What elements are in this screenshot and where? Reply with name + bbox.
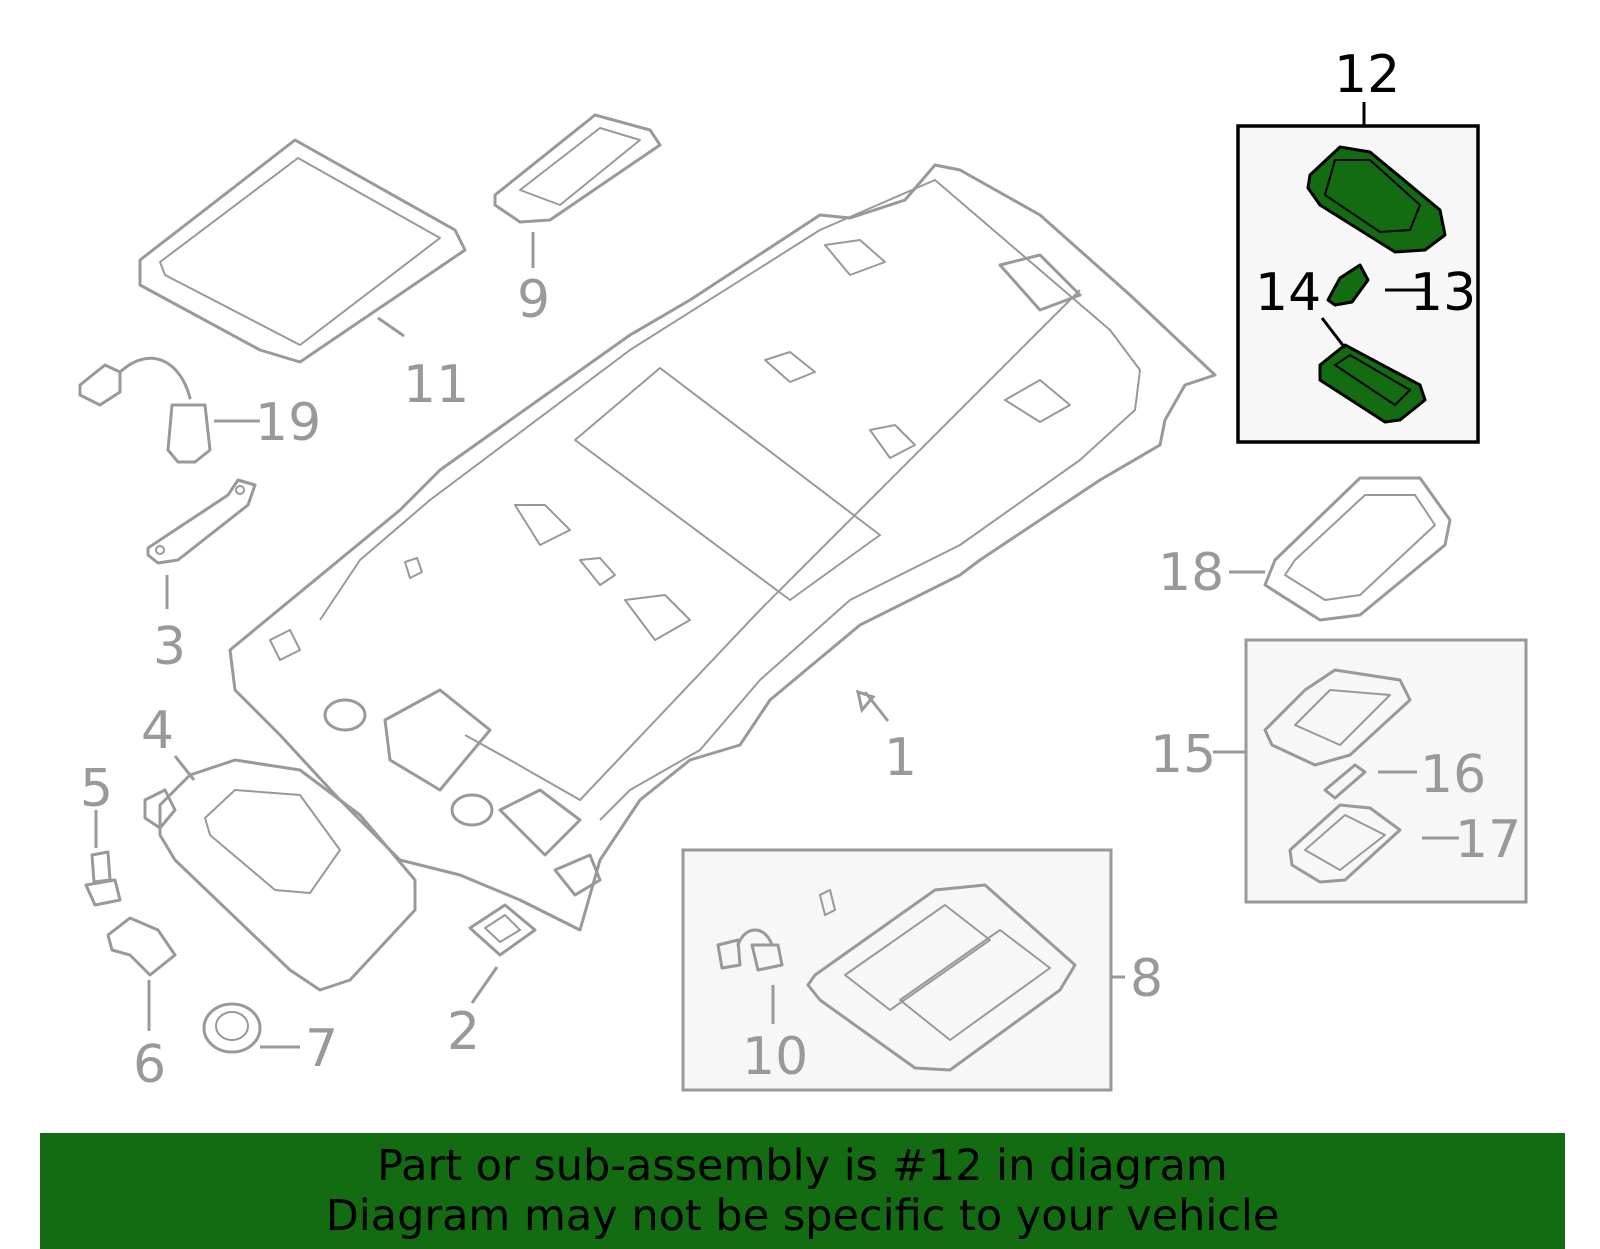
clip-part-2[interactable]	[468, 903, 537, 957]
callout-4: 4	[141, 701, 174, 761]
callout-9: 9	[517, 270, 550, 330]
lens-part-17[interactable]	[1288, 803, 1402, 884]
callout-18: 18	[1158, 543, 1224, 603]
lens-part-14[interactable]	[1318, 343, 1427, 424]
callout-17: 17	[1455, 810, 1521, 870]
bulb-part-13[interactable]	[1326, 263, 1370, 307]
bolt-part-5[interactable]	[84, 850, 122, 907]
clip-part-6[interactable]	[106, 916, 177, 977]
callout-13: 13	[1410, 263, 1476, 323]
harness-part-19[interactable]	[78, 356, 212, 464]
callout-numbers: 1 2 3 4 5 6 7 8 9 10 11 12 13 14 15 16 1…	[80, 45, 1521, 1095]
leader-lines	[94, 102, 1459, 1049]
headliner-part-1[interactable]	[228, 163, 1217, 932]
callout-8: 8	[1130, 949, 1163, 1009]
callout-16: 16	[1420, 745, 1486, 805]
callout-15: 15	[1150, 725, 1216, 785]
callout-14: 14	[1255, 263, 1321, 323]
callout-12: 12	[1334, 45, 1400, 105]
callout-5: 5	[80, 759, 113, 819]
callout-19: 19	[255, 393, 321, 453]
callout-3: 3	[153, 617, 186, 677]
banner-line-1: Part or sub-assembly is #12 in diagram	[377, 1141, 1228, 1191]
banner-line-2: Diagram may not be specific to your vehi…	[325, 1191, 1280, 1241]
callout-7: 7	[305, 1019, 338, 1079]
callout-1: 1	[884, 728, 917, 788]
bracket-part-9[interactable]	[493, 113, 662, 224]
harness-part-10[interactable]	[716, 928, 784, 972]
callout-2: 2	[447, 1002, 480, 1062]
lamp-bezel-part-18[interactable]	[1263, 476, 1452, 622]
callout-11: 11	[403, 355, 469, 415]
grab-handle-part-3[interactable]	[146, 478, 257, 565]
notice-banner: Part or sub-assembly is #12 in diagram D…	[40, 1133, 1565, 1249]
bulb-part-16[interactable]	[1323, 763, 1367, 800]
console-box-part-8[interactable]	[681, 848, 1113, 1092]
knob-part-7[interactable]	[202, 1002, 262, 1054]
sun-visor-part-4[interactable]	[143, 758, 417, 992]
sunroof-frame-part-11[interactable]	[138, 138, 467, 364]
callout-6: 6	[133, 1035, 166, 1095]
callout-10: 10	[742, 1027, 808, 1087]
